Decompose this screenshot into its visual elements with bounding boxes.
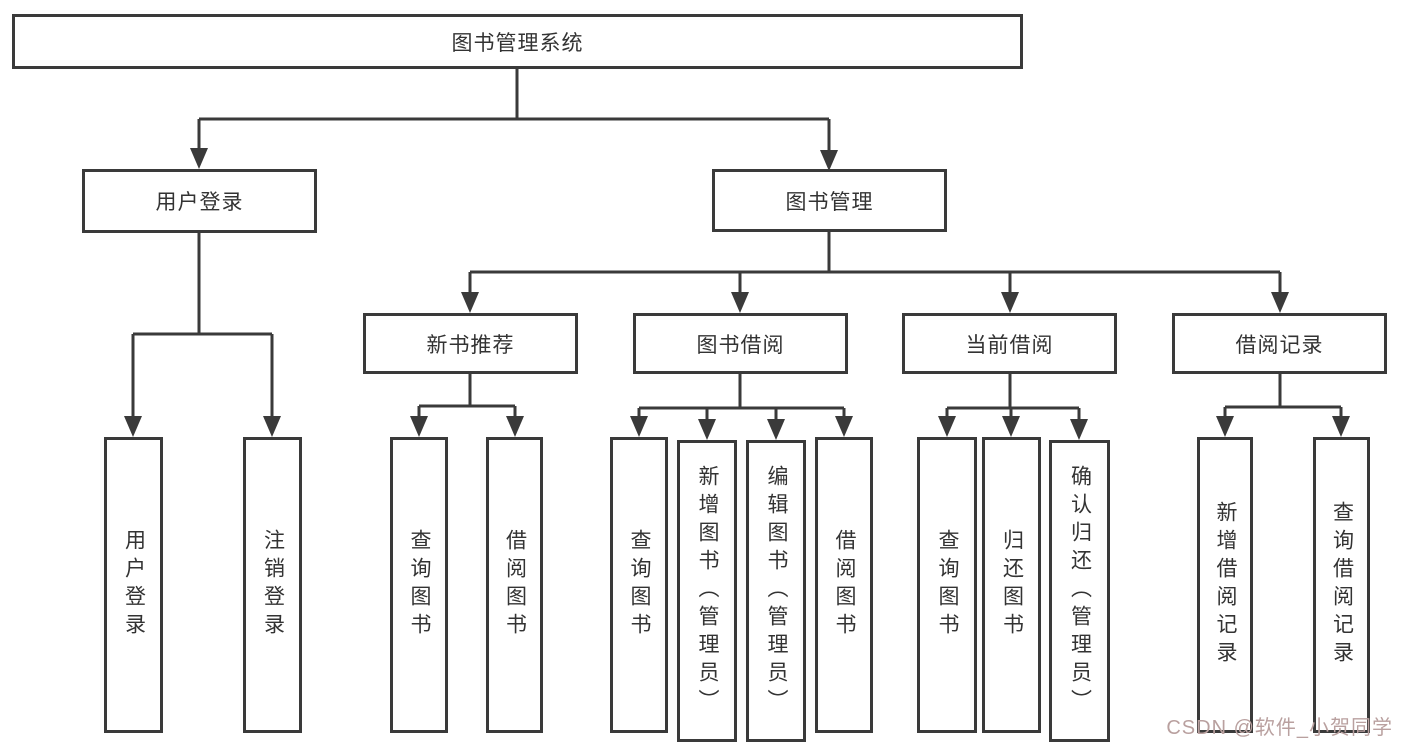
node-label: 查询图书 xyxy=(936,529,959,641)
node-label: 查询图书 xyxy=(408,529,431,641)
node-label: 新增图书（管理员） xyxy=(696,465,719,717)
arrow-down-icons xyxy=(124,148,1350,440)
node-book-borrowing: 图书借阅 xyxy=(633,313,848,374)
node-new-book-recommend: 新书推荐 xyxy=(363,313,578,374)
node-label: 查询图书 xyxy=(628,529,651,641)
node-label: 借阅图书 xyxy=(503,529,527,641)
leaf-add-borrow-record: 新增借阅记录 xyxy=(1197,437,1253,733)
node-library-management-system: 图书管理系统 xyxy=(12,14,1023,69)
node-label: 当前借阅 xyxy=(965,333,1054,357)
node-label: 新增借阅记录 xyxy=(1214,501,1237,669)
leaf-confirm-return-admin: 确认归还（管理员） xyxy=(1049,440,1110,742)
leaf-return-books: 归还图书 xyxy=(982,437,1041,733)
node-label: 用户登录 xyxy=(122,529,146,641)
node-label: 用户登录 xyxy=(155,191,244,214)
node-borrowing-records: 借阅记录 xyxy=(1172,313,1387,374)
leaf-newrec-query-books: 查询图书 xyxy=(390,437,448,733)
node-label: 图书管理 xyxy=(785,190,874,214)
node-label: 确认归还（管理员） xyxy=(1068,465,1092,717)
leaf-logout: 注销登录 xyxy=(243,437,302,733)
node-user-login: 用户登录 xyxy=(82,169,317,233)
node-label: 新书推荐 xyxy=(426,333,515,357)
leaf-newrec-borrow-books: 借阅图书 xyxy=(486,437,543,733)
node-label: 借阅记录 xyxy=(1235,333,1324,357)
leaf-borrow-query-books: 查询图书 xyxy=(610,437,668,733)
node-book-management: 图书管理 xyxy=(712,169,947,232)
leaf-user-login: 用户登录 xyxy=(104,437,163,733)
csdn-watermark: CSDN @软件_小贺同学 xyxy=(1166,717,1393,739)
node-label: 编辑图书（管理员） xyxy=(765,465,788,717)
node-label: 查询借阅记录 xyxy=(1330,501,1354,669)
leaf-borrow-borrow-books: 借阅图书 xyxy=(815,437,873,733)
tree-edges xyxy=(131,69,1343,421)
node-label: 借阅图书 xyxy=(833,529,856,641)
leaf-edit-books-admin: 编辑图书（管理员） xyxy=(746,440,806,742)
leaf-current-query-books: 查询图书 xyxy=(917,437,977,733)
leaf-add-books-admin: 新增图书（管理员） xyxy=(677,440,737,742)
node-label: 归还图书 xyxy=(1000,529,1024,641)
node-current-borrowing: 当前借阅 xyxy=(902,313,1117,374)
node-label: 注销登录 xyxy=(261,529,285,641)
node-label: 图书管理系统 xyxy=(451,31,584,55)
leaf-query-borrow-record: 查询借阅记录 xyxy=(1313,437,1370,733)
node-label: 图书借阅 xyxy=(696,333,785,357)
